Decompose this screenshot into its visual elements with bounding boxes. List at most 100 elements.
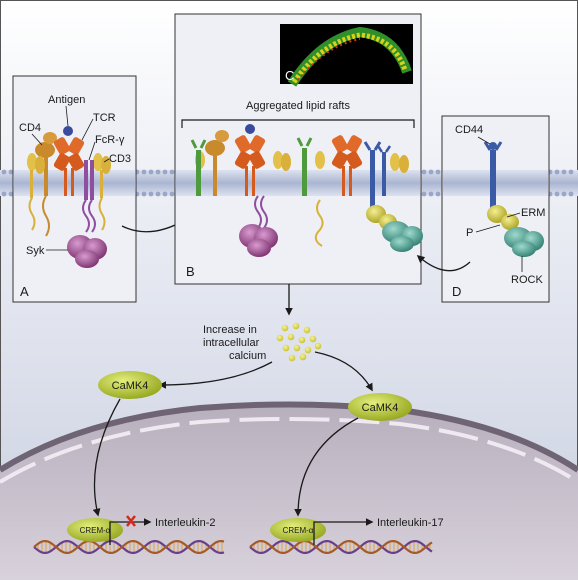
tcr-complex-b2 [331, 135, 363, 196]
arrow-d-to-b [416, 254, 471, 272]
erm-protein [487, 205, 519, 230]
lipid-head [148, 169, 154, 175]
calcium-ion [298, 336, 306, 344]
calcium-ion [282, 344, 290, 352]
label-aggregated-lipid-rafts: Aggregated lipid rafts [246, 100, 350, 112]
panel-d-letter: D [452, 284, 461, 299]
lipid-head [169, 191, 175, 197]
panel-a-membrane [14, 170, 135, 196]
camk4-right: CaMK4 [348, 393, 412, 421]
arrow-calcium-to-camk4-left [158, 361, 273, 389]
lipid-head [1, 191, 7, 197]
dna-strand [249, 540, 433, 554]
lipid-head [162, 191, 168, 197]
label-fcr-gamma: FcR-γ [95, 134, 125, 146]
dna-strand [33, 540, 225, 554]
lipid-head [8, 191, 14, 197]
syk-kinase-b [239, 224, 278, 257]
arrow-camk4-to-crem-left [92, 398, 121, 517]
crem-right-label: CREM-α [283, 526, 314, 535]
raft-cap-green [287, 26, 412, 87]
lipid-head [155, 169, 161, 175]
lipid-head [141, 191, 147, 197]
camk4-left-label: CaMK4 [112, 380, 149, 392]
panel-c-letter: C [285, 68, 294, 83]
calcium-ion [304, 346, 312, 354]
antigen-dot [63, 126, 73, 136]
lipid-head [155, 191, 161, 197]
dna-left [33, 540, 225, 554]
panel-d: CD44 ERM P ROCK D [441, 115, 550, 303]
lipid-head [435, 169, 441, 175]
lipid-head [561, 169, 567, 175]
label-syk: Syk [26, 245, 45, 257]
label-erm: ERM [521, 207, 545, 219]
dna-strand [249, 540, 433, 554]
calcium-ion [303, 326, 311, 334]
raft-cap-yellow [291, 32, 408, 84]
arrow-camk4-to-crem-right [294, 417, 359, 517]
lipid-head [169, 169, 175, 175]
lipid-head [554, 169, 560, 175]
crem-left-label: CREM-α [80, 526, 111, 535]
crem-left: CREM-α [67, 518, 123, 542]
label-cd44: CD44 [455, 124, 483, 136]
cd44-receptor [483, 141, 503, 210]
nucleus [0, 404, 578, 580]
lipid-head [1, 169, 7, 175]
green-receptor [196, 150, 201, 196]
lipid-head [141, 169, 147, 175]
calcium-line-2: intracellular [203, 337, 260, 349]
nuclear-envelope [0, 401, 578, 473]
calcium-ion [299, 353, 307, 361]
calcium-label: Increase in intracellular calcium [203, 324, 266, 362]
panel-b-letter: B [186, 264, 195, 279]
label-p: P [466, 227, 473, 239]
lipid-head [554, 191, 560, 197]
lipid-head [435, 191, 441, 197]
lipid-head [568, 169, 574, 175]
arrow-calcium-to-camk4-right [314, 351, 373, 392]
syk-kinase [67, 235, 107, 268]
panel-a-letter: A [20, 284, 29, 299]
panel-b: C Aggregated lipid rafts [174, 13, 423, 285]
tcr-complex-b [234, 124, 268, 229]
lipid-head [421, 169, 427, 175]
tcr-complex [53, 126, 85, 196]
lipid-head [8, 169, 14, 175]
calcium-ion [276, 334, 284, 342]
calcium-line-1: Increase in [203, 324, 257, 336]
raft-cluster-middle [296, 137, 325, 247]
lipid-head [568, 191, 574, 197]
calcium-line-3: calcium [229, 350, 266, 362]
nuclear-envelope-inner [0, 416, 578, 484]
calcium-ion [309, 335, 317, 343]
gene-il17: Interleukin-17 [377, 517, 444, 529]
lipid-head [428, 191, 434, 197]
lipid-head [561, 191, 567, 197]
dna-right [249, 540, 433, 554]
lipid-head [421, 191, 427, 197]
rock-kinase [504, 227, 544, 257]
fcr-gamma [82, 160, 96, 233]
lipid-head [148, 191, 154, 197]
gene-il2: Interleukin-2 [155, 517, 216, 529]
promoter-arrow-right [313, 518, 374, 545]
panel-a: Antigen TCR CD4 FcR-γ CD3 Syk A [12, 75, 137, 303]
label-tcr: TCR [93, 112, 116, 124]
raft-cluster-left [190, 130, 291, 196]
camk4-right-label: CaMK4 [362, 402, 399, 414]
label-rock: ROCK [511, 274, 543, 286]
crem-right: CREM-α [270, 518, 326, 542]
camk4-left: CaMK4 [98, 371, 162, 399]
label-cd4: CD4 [19, 122, 41, 134]
lipid-head [162, 169, 168, 175]
cd3-chains [27, 153, 111, 231]
lipid-head [428, 169, 434, 175]
erm-rock-b [366, 205, 423, 252]
dna-strand [33, 540, 225, 554]
calcium-ion [287, 333, 295, 341]
calcium-ion [288, 354, 296, 362]
